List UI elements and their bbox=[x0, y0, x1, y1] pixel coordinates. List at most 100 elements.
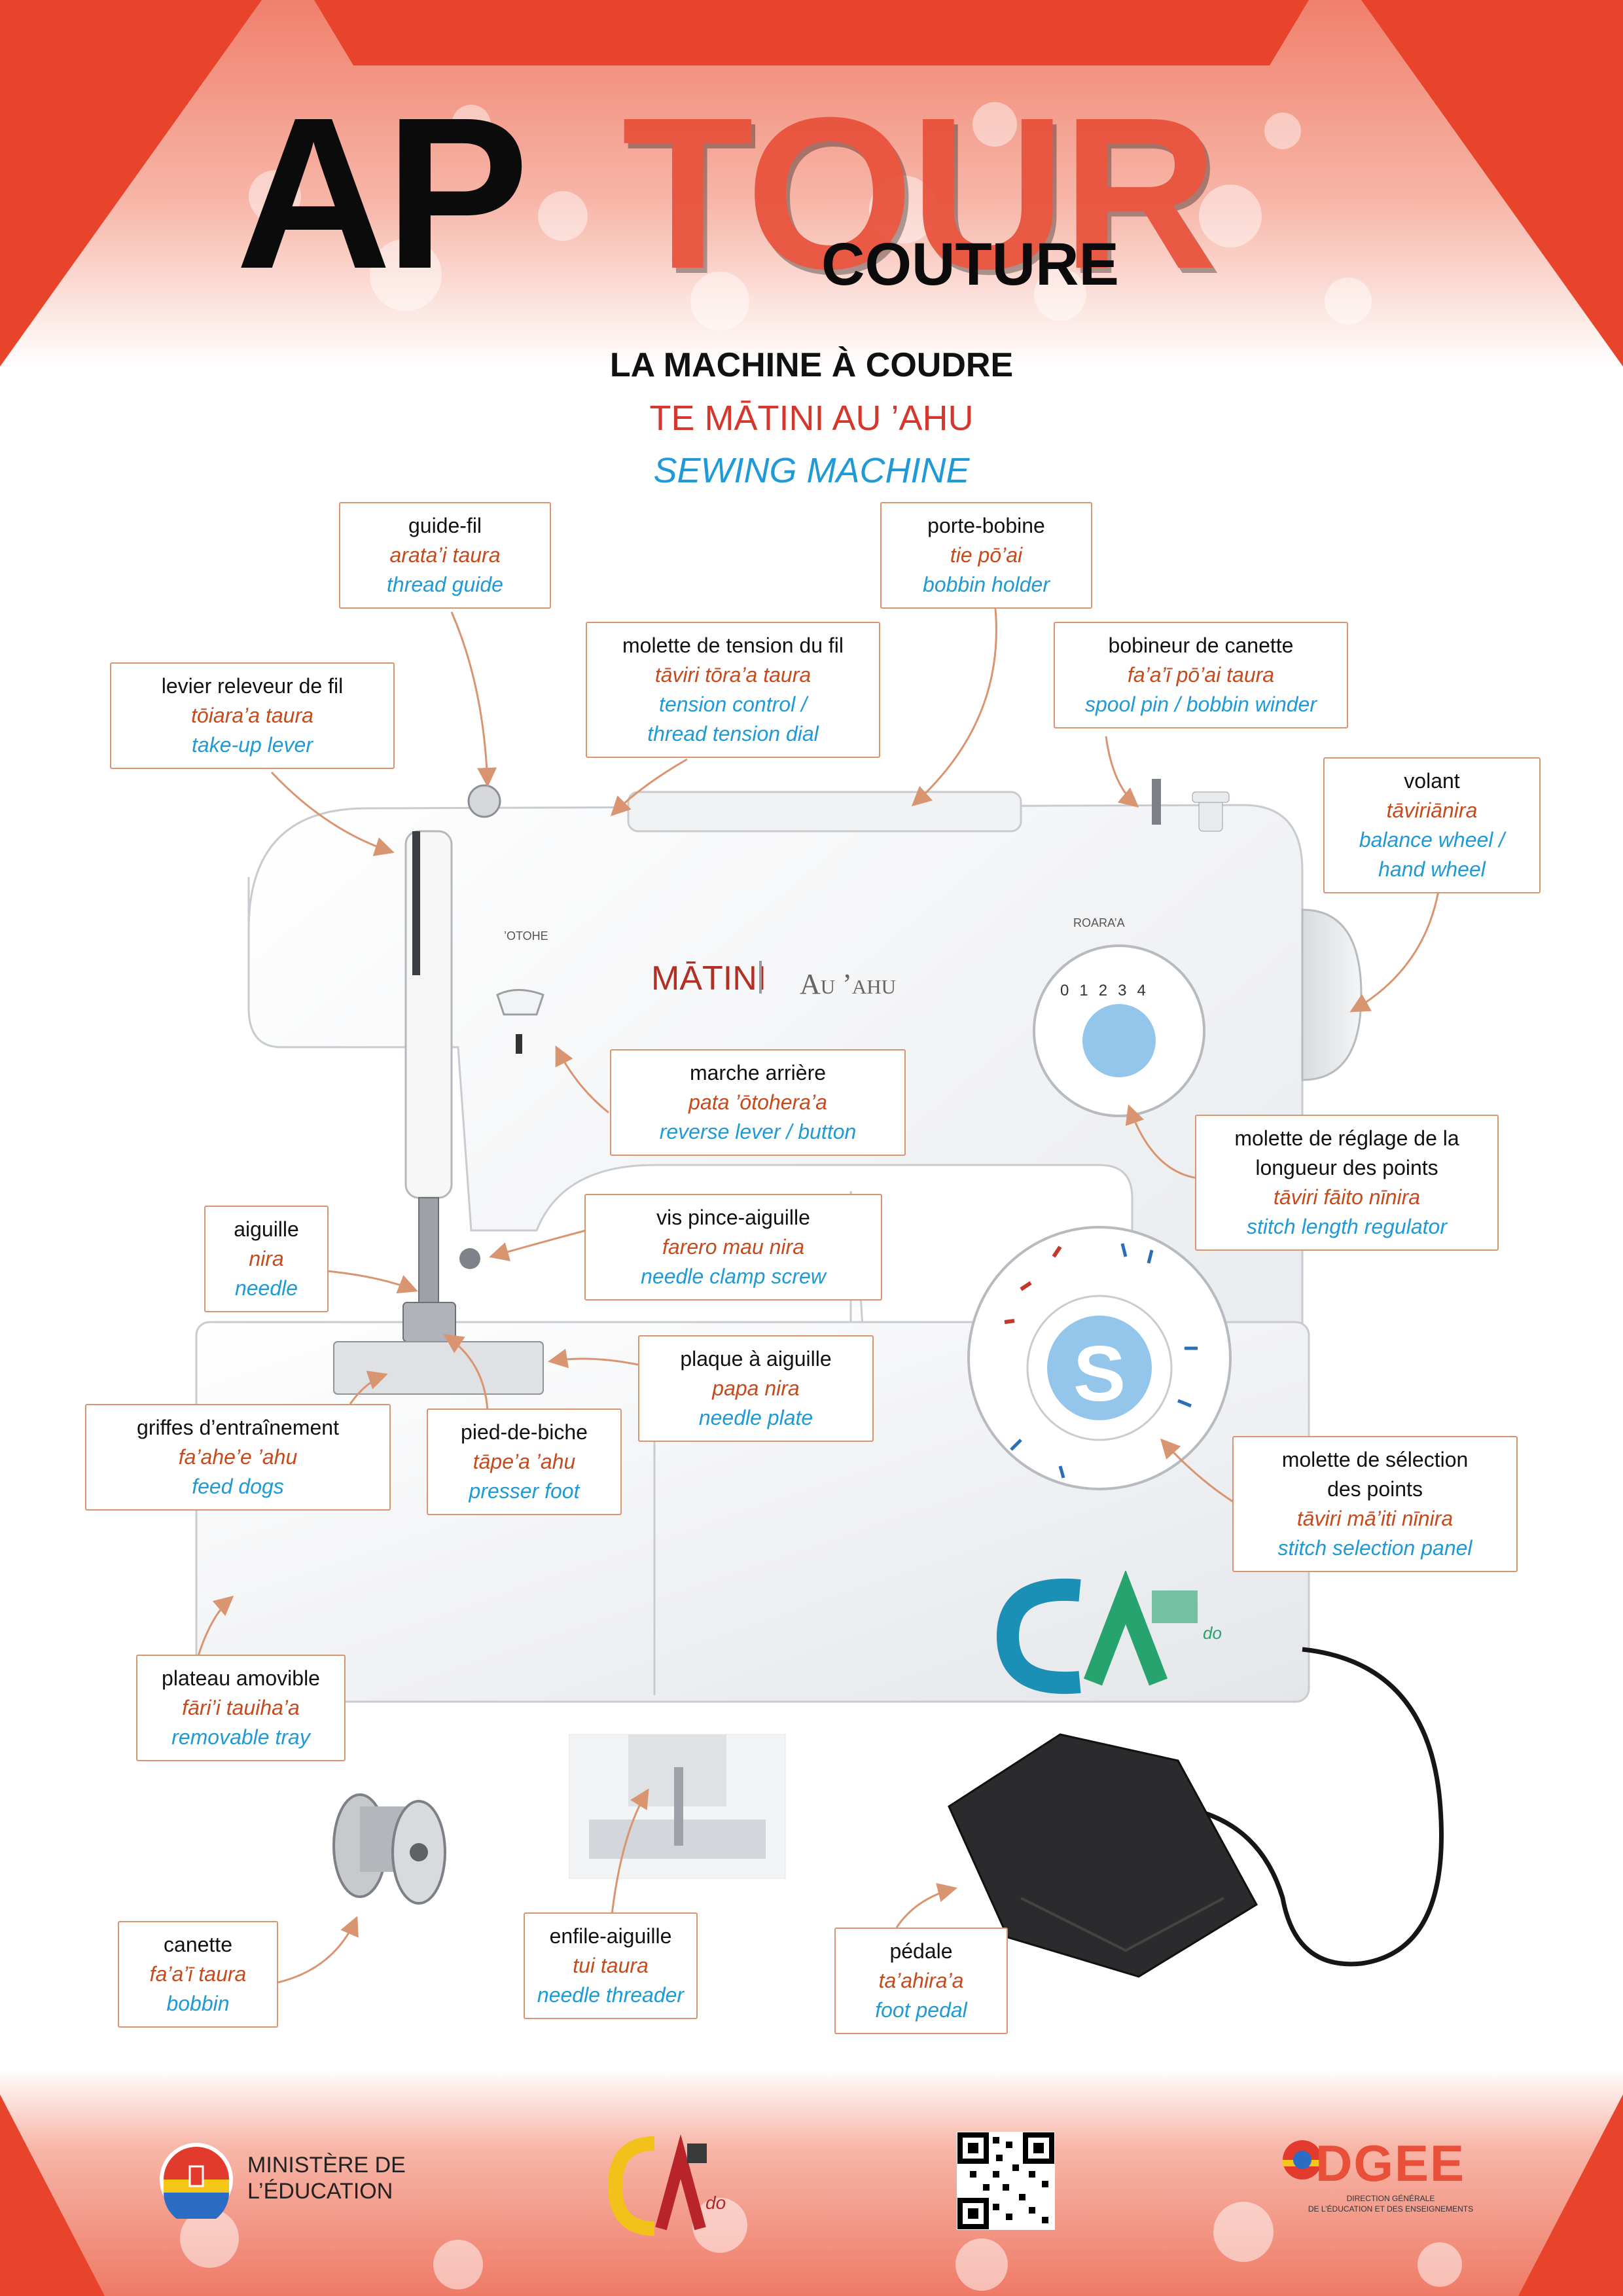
label-stitch-selection-fr1: molette de sélection bbox=[1281, 1448, 1469, 1471]
roaraa-label: ROARA’A bbox=[1073, 916, 1125, 929]
label-tension-dial-en2: thread tension dial bbox=[647, 722, 819, 745]
cat-logo-machine bbox=[996, 1571, 1198, 1695]
label-presser-foot-fr: pied-de-biche bbox=[461, 1420, 588, 1444]
ministry-emblem-icon bbox=[160, 2143, 233, 2219]
dgee-logo-text: DGEE bbox=[1315, 2134, 1466, 2192]
label-needle-clamp-en: needle clamp screw bbox=[641, 1265, 826, 1288]
label-reverse-lever-fr: marche arrière bbox=[689, 1061, 827, 1085]
header-background bbox=[0, 0, 1623, 367]
label-needle-threader: enfile-aiguille tui taura needle threade… bbox=[524, 1912, 698, 2019]
otohe-label: ’OTOHE bbox=[504, 929, 548, 942]
label-presser-foot: pied-de-biche tāpe’a ’ahu presser foot bbox=[427, 1408, 622, 1515]
label-stitch-selection: molette de sélection des points tāviri m… bbox=[1232, 1436, 1518, 1572]
label-stitch-length-fr2: longueur des points bbox=[1255, 1156, 1438, 1179]
label-tension-dial-fr: molette de tension du fil bbox=[622, 634, 844, 657]
label-feed-dogs-ty: fa’ahe’e ’ahu bbox=[178, 1445, 298, 1469]
label-presser-foot-ty: tāpe’a ’ahu bbox=[473, 1450, 576, 1473]
label-hand-wheel-en1: balance wheel / bbox=[1359, 828, 1505, 852]
label-tension-dial: molette de tension du fil tāviri tōra’a … bbox=[586, 622, 880, 758]
label-needle: aiguille nira needle bbox=[204, 1206, 329, 1312]
cat-logo-footer bbox=[609, 2134, 707, 2236]
label-needle-en: needle bbox=[234, 1276, 298, 1300]
label-hand-wheel-en2: hand wheel bbox=[1378, 857, 1486, 881]
label-take-up-lever-en: take-up lever bbox=[192, 733, 313, 757]
label-foot-pedal: pédale ta’ahira’a foot pedal bbox=[834, 1928, 1008, 2034]
machine-brand-main: MĀTINI bbox=[651, 960, 767, 997]
cat-logo-machine-text: do bbox=[1203, 1623, 1222, 1643]
label-needle-plate-fr: plaque à aiguille bbox=[680, 1347, 832, 1371]
dial-number-3: 3 bbox=[1118, 982, 1137, 999]
label-needle-clamp: vis pince-aiguille farero mau nira needl… bbox=[584, 1194, 882, 1300]
label-stitch-length: molette de réglage de la longueur des po… bbox=[1195, 1115, 1499, 1251]
label-bobbin: canette fa’a’ī taura bobbin bbox=[118, 1921, 278, 2028]
ministry-line-2: L’ÉDUCATION bbox=[247, 2179, 393, 2204]
label-stitch-length-ty: tāviri fāito nīnira bbox=[1273, 1185, 1421, 1209]
label-bobbin-holder-ty: tie pō’ai bbox=[950, 543, 1023, 567]
dial-number-2: 2 bbox=[1098, 982, 1118, 999]
label-tension-dial-ty: tāviri tōra’a taura bbox=[654, 663, 812, 687]
label-removable-tray-ty: fāri’i tauiha’a bbox=[182, 1696, 300, 1719]
label-reverse-lever-ty: pata ’ōtohera’a bbox=[688, 1090, 827, 1114]
brand-ap: AP bbox=[236, 72, 529, 314]
label-hand-wheel-ty: tāviriānira bbox=[1386, 798, 1478, 822]
label-bobbin-holder: porte-bobine tie pō’ai bobbin holder bbox=[880, 502, 1092, 609]
label-reverse-lever: marche arrière pata ’ōtohera’a reverse l… bbox=[610, 1049, 906, 1156]
label-stitch-length-en: stitch length regulator bbox=[1247, 1215, 1447, 1238]
dial-number-4: 4 bbox=[1137, 982, 1156, 999]
label-needle-threader-ty: tui taura bbox=[573, 1954, 649, 1977]
label-foot-pedal-en: foot pedal bbox=[875, 1998, 967, 2022]
label-bobbin-winder-en: spool pin / bobbin winder bbox=[1084, 692, 1317, 716]
label-feed-dogs-en: feed dogs bbox=[192, 1475, 284, 1498]
label-bobbin-holder-en: bobbin holder bbox=[923, 573, 1050, 596]
label-hand-wheel: volant tāviriānira balance wheel / hand … bbox=[1323, 757, 1541, 893]
poster-footer: MINISTÈRE DE L’ÉDUCATION do DGEE DIRECTI… bbox=[0, 2068, 1623, 2296]
dial-number-0: 0 bbox=[1060, 982, 1080, 999]
label-needle-plate-ty: papa nira bbox=[712, 1376, 800, 1400]
label-needle-fr: aiguille bbox=[234, 1217, 299, 1241]
label-feed-dogs-fr: griffes d’entraînement bbox=[137, 1416, 339, 1439]
label-bobbin-ty: fa’a’ī taura bbox=[149, 1962, 247, 1986]
ministry-line-1: MINISTÈRE DE bbox=[247, 2153, 406, 2178]
label-stitch-selection-ty: tāviri mā’iti nīnira bbox=[1296, 1507, 1454, 1530]
label-foot-pedal-ty: ta’ahira’a bbox=[878, 1969, 964, 1992]
label-needle-clamp-ty: farero mau nira bbox=[662, 1235, 804, 1259]
label-thread-guide-en: thread guide bbox=[387, 573, 503, 596]
machine-brand-sub: Au ’ahu bbox=[800, 968, 896, 1000]
label-thread-guide: guide-fil arata’i taura thread guide bbox=[339, 502, 551, 609]
label-needle-ty: nira bbox=[249, 1247, 284, 1270]
label-bobbin-fr: canette bbox=[164, 1933, 232, 1956]
poster-header: AP TOUR COUTURE bbox=[0, 0, 1623, 367]
label-stitch-length-fr1: molette de réglage de la bbox=[1234, 1126, 1459, 1150]
label-take-up-lever: levier releveur de fil tōiara’a taura ta… bbox=[110, 662, 395, 769]
label-bobbin-winder: bobineur de canette fa’a’ī pō’ai taura s… bbox=[1054, 622, 1348, 728]
label-foot-pedal-fr: pédale bbox=[889, 1939, 953, 1963]
dgee-subtitle-1: DIRECTION GÉNÉRALE bbox=[1346, 2194, 1435, 2203]
label-bobbin-winder-fr: bobineur de canette bbox=[1108, 634, 1294, 657]
machine-brand-divider bbox=[759, 961, 762, 994]
qr-code[interactable] bbox=[957, 2132, 1055, 2230]
label-needle-plate-en: needle plate bbox=[698, 1406, 813, 1429]
selection-dial-letter: S bbox=[1073, 1330, 1126, 1418]
footer-background bbox=[0, 2068, 1623, 2296]
dgee-emblem-icon bbox=[1283, 2140, 1322, 2179]
length-dial-numbers: 01234 bbox=[1060, 982, 1156, 1000]
brand-couture: COUTURE bbox=[821, 231, 1119, 298]
label-tension-dial-en1: tension control / bbox=[659, 692, 807, 716]
label-take-up-lever-fr: levier releveur de fil bbox=[161, 674, 344, 698]
label-stitch-selection-fr2: des points bbox=[1327, 1477, 1423, 1501]
dial-number-1: 1 bbox=[1079, 982, 1099, 999]
label-removable-tray: plateau amovible fāri’i tauiha’a removab… bbox=[136, 1655, 346, 1761]
label-presser-foot-en: presser foot bbox=[469, 1479, 580, 1503]
title-french: LA MACHINE À COUDRE bbox=[609, 346, 1014, 384]
label-needle-threader-en: needle threader bbox=[537, 1983, 685, 2007]
label-bobbin-winder-ty: fa’a’ī pō’ai taura bbox=[1127, 663, 1275, 687]
label-removable-tray-en: removable tray bbox=[171, 1725, 310, 1749]
label-reverse-lever-en: reverse lever / button bbox=[659, 1120, 857, 1143]
label-needle-threader-fr: enfile-aiguille bbox=[549, 1924, 672, 1948]
label-take-up-lever-ty: tōiara’a taura bbox=[191, 704, 313, 727]
title-english: SEWING MACHINE bbox=[653, 451, 970, 490]
label-bobbin-en: bobbin bbox=[166, 1992, 230, 2015]
label-feed-dogs: griffes d’entraînement fa’ahe’e ’ahu fee… bbox=[85, 1404, 391, 1511]
cat-logo-footer-text: do bbox=[705, 2193, 726, 2213]
label-needle-plate: plaque à aiguille papa nira needle plate bbox=[638, 1335, 874, 1442]
